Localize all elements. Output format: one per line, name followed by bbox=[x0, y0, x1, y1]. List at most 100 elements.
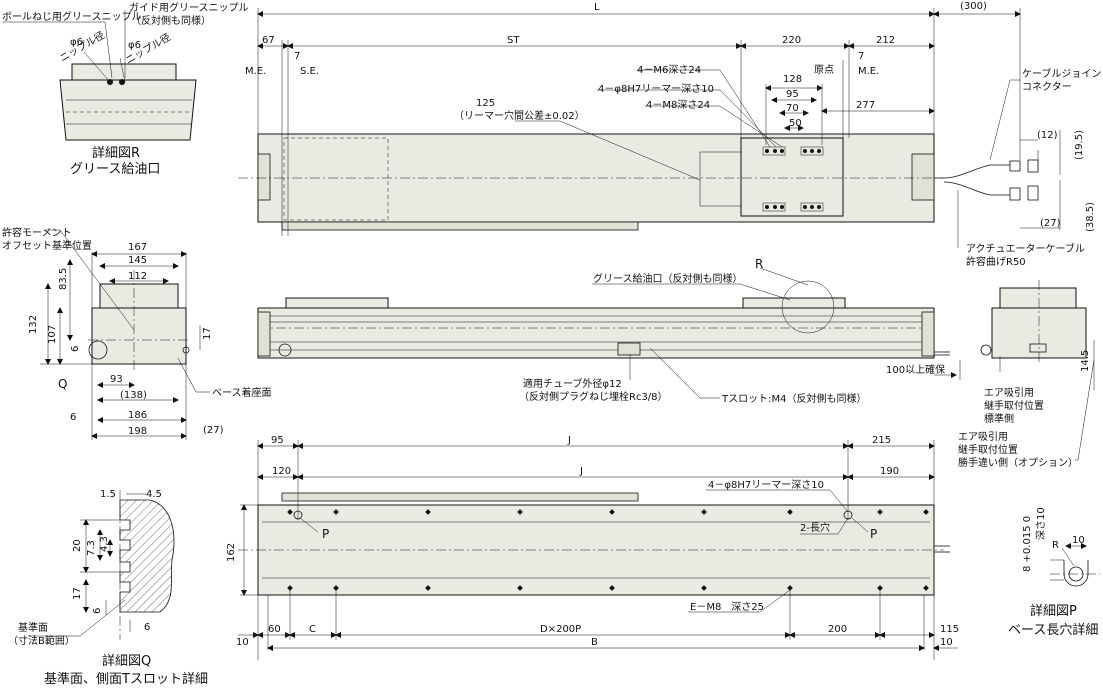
dim-215: 215 bbox=[872, 435, 891, 446]
mount-hole-marker bbox=[517, 585, 523, 591]
mount-hole-marker bbox=[425, 585, 431, 591]
end-cap-left bbox=[257, 153, 271, 201]
right-end-body bbox=[991, 307, 1087, 359]
dim-12: (12) bbox=[1037, 130, 1058, 141]
dim-D: D×200P bbox=[540, 624, 581, 635]
dim-10-p: 10 bbox=[1072, 535, 1085, 546]
detail-R-title: 詳細図R bbox=[92, 145, 140, 161]
dim-L: L bbox=[594, 2, 600, 13]
mount-hole-marker bbox=[787, 585, 793, 591]
right-end-fitting bbox=[980, 344, 992, 356]
label-em8: E－M8 深さ25 bbox=[690, 601, 764, 613]
top-view: L (300) 67 ST 220 212 7 7 M.E. S.E. 原点 M… bbox=[238, 1, 1103, 268]
end-view-body bbox=[91, 307, 187, 365]
label-nipple-a: ニップル径 bbox=[57, 28, 107, 64]
mount-hole-marker bbox=[877, 585, 883, 591]
label-air-opt-2: 継手取付位置 bbox=[958, 443, 1018, 456]
slot-detail bbox=[1063, 560, 1089, 587]
bottom-view: 95 J 215 120 J 190 4－φ8H7リーマー深さ10 P 2-長穴… bbox=[226, 435, 959, 660]
dim-167: 167 bbox=[128, 242, 147, 253]
label-ball-grease: ボールねじ用グリースニップル bbox=[2, 10, 142, 23]
dim-277: 277 bbox=[856, 100, 875, 111]
label-origin: 原点 bbox=[814, 64, 834, 76]
dim-132: 132 bbox=[28, 315, 39, 334]
detail-R-subtitle: グリース給油口 bbox=[70, 162, 160, 177]
dim-70: 70 bbox=[786, 103, 799, 114]
dim-38-5: (38.5) bbox=[1085, 202, 1096, 232]
label-guide-grease-1: ガイド用グリースニップル bbox=[129, 1, 249, 14]
label-clearance: 100以上確保 bbox=[886, 363, 945, 376]
dim-10-right: 10 bbox=[940, 637, 953, 648]
dim-4-5: 4.5 bbox=[146, 489, 162, 500]
label-tol: 8 +0.015 0 bbox=[1022, 516, 1033, 572]
dim-212: 212 bbox=[876, 35, 895, 46]
dim-C: C bbox=[309, 624, 316, 635]
dim-6-q-b: 6 bbox=[144, 622, 150, 633]
dim-50: 50 bbox=[789, 118, 802, 129]
label-h7-top: 4－φ8H7リーマー深さ10 bbox=[598, 83, 714, 95]
dim-20: 20 bbox=[72, 539, 83, 552]
slider-holes bbox=[762, 146, 824, 212]
dim-17-end: 17 bbox=[202, 327, 213, 340]
dim-93: 93 bbox=[110, 374, 123, 385]
label-tube-2: （反対側プラグねじ埋栓Rc3/8） bbox=[519, 390, 668, 403]
mount-holes bbox=[287, 509, 929, 591]
dim-J-2: J bbox=[579, 466, 583, 477]
label-ref-2: （寸法B範囲） bbox=[8, 634, 75, 647]
dim-6-q-a: 6 bbox=[92, 608, 103, 614]
dim-198: 198 bbox=[128, 426, 147, 437]
label-P-2: P bbox=[870, 527, 877, 541]
label-cable-joint-2: コネクター bbox=[1022, 81, 1072, 93]
dim-112: 112 bbox=[128, 271, 147, 282]
label-R: R bbox=[755, 257, 763, 271]
label-air-std-3: 標準側 bbox=[984, 412, 1014, 425]
dim-19-5: (19.5) bbox=[1074, 130, 1085, 160]
label-grease-port: グリース給油口（反対側も同様） bbox=[593, 272, 743, 285]
tslot-section bbox=[119, 499, 175, 613]
mount-hole-marker bbox=[923, 509, 929, 515]
mount-hole-marker bbox=[287, 585, 293, 591]
dim-162: 162 bbox=[226, 543, 237, 562]
mount-hole-marker bbox=[609, 509, 615, 515]
label-base-face: ベース着座面 bbox=[212, 386, 272, 399]
dim-1-5: 1.5 bbox=[100, 489, 116, 500]
detail-P-subtitle: ベース長穴詳細 bbox=[1008, 622, 1098, 638]
dim-27: (27) bbox=[1040, 218, 1061, 229]
dim-B: B bbox=[591, 637, 598, 648]
dim-138: (138) bbox=[120, 390, 147, 401]
dim-J-1: J bbox=[567, 435, 571, 446]
dim-125: 125 bbox=[476, 98, 495, 109]
label-depth: 深さ10 bbox=[1035, 507, 1047, 540]
stroke-end-slider bbox=[283, 137, 389, 221]
mount-hole-marker bbox=[701, 509, 707, 515]
dim-60: 60 bbox=[268, 624, 281, 635]
mount-hole-marker bbox=[425, 509, 431, 515]
dim-186: 186 bbox=[128, 410, 147, 421]
label-moment-2: オフセット基準位置 bbox=[2, 239, 92, 252]
dim-220: 220 bbox=[782, 35, 801, 46]
dim-6-end-b: 6 bbox=[70, 412, 76, 423]
end-view: 許容モーメント オフセット基準位置 167 145 112 83.5 132 1… bbox=[2, 226, 272, 440]
label-P-1: P bbox=[322, 527, 329, 541]
label-air-std-1: エア吸引用 bbox=[984, 387, 1034, 399]
label-phi6-b: φ6 bbox=[128, 40, 141, 51]
label-tolerance: （リーマー穴間公差±0.02） bbox=[454, 109, 585, 122]
dim-ST: ST bbox=[507, 35, 520, 46]
mount-hole-marker bbox=[333, 509, 339, 515]
air-tube bbox=[281, 221, 639, 231]
label-tube-1: 適用チューブ外径φ12 bbox=[523, 377, 622, 390]
right-end-view: 14.5 エア吸引用 継手取付位置 標準側 エア吸引用 継手取付位置 勝手違い側… bbox=[958, 280, 1095, 469]
dim-6-end-a: 6 bbox=[70, 346, 81, 352]
end-cap-right bbox=[911, 153, 935, 201]
label-moment-1: 許容モーメント bbox=[2, 226, 72, 239]
mount-hole-marker bbox=[787, 509, 793, 515]
mount-hole-marker bbox=[333, 585, 339, 591]
dim-7-left: 7 bbox=[294, 51, 300, 62]
dim-200: 200 bbox=[828, 624, 847, 635]
dim-14-5: 14.5 bbox=[1080, 350, 1091, 372]
detail-Q-title: 詳細図Q bbox=[102, 653, 151, 669]
detail-Q: 1.5 4.5 20 7.3 4.3 17 6 6 基準面 （寸法B範囲） 詳細… bbox=[8, 489, 208, 687]
end-view-fitting bbox=[88, 340, 108, 360]
dim-107: 107 bbox=[47, 325, 58, 344]
label-m8: 4－M8深さ24 bbox=[646, 99, 710, 111]
